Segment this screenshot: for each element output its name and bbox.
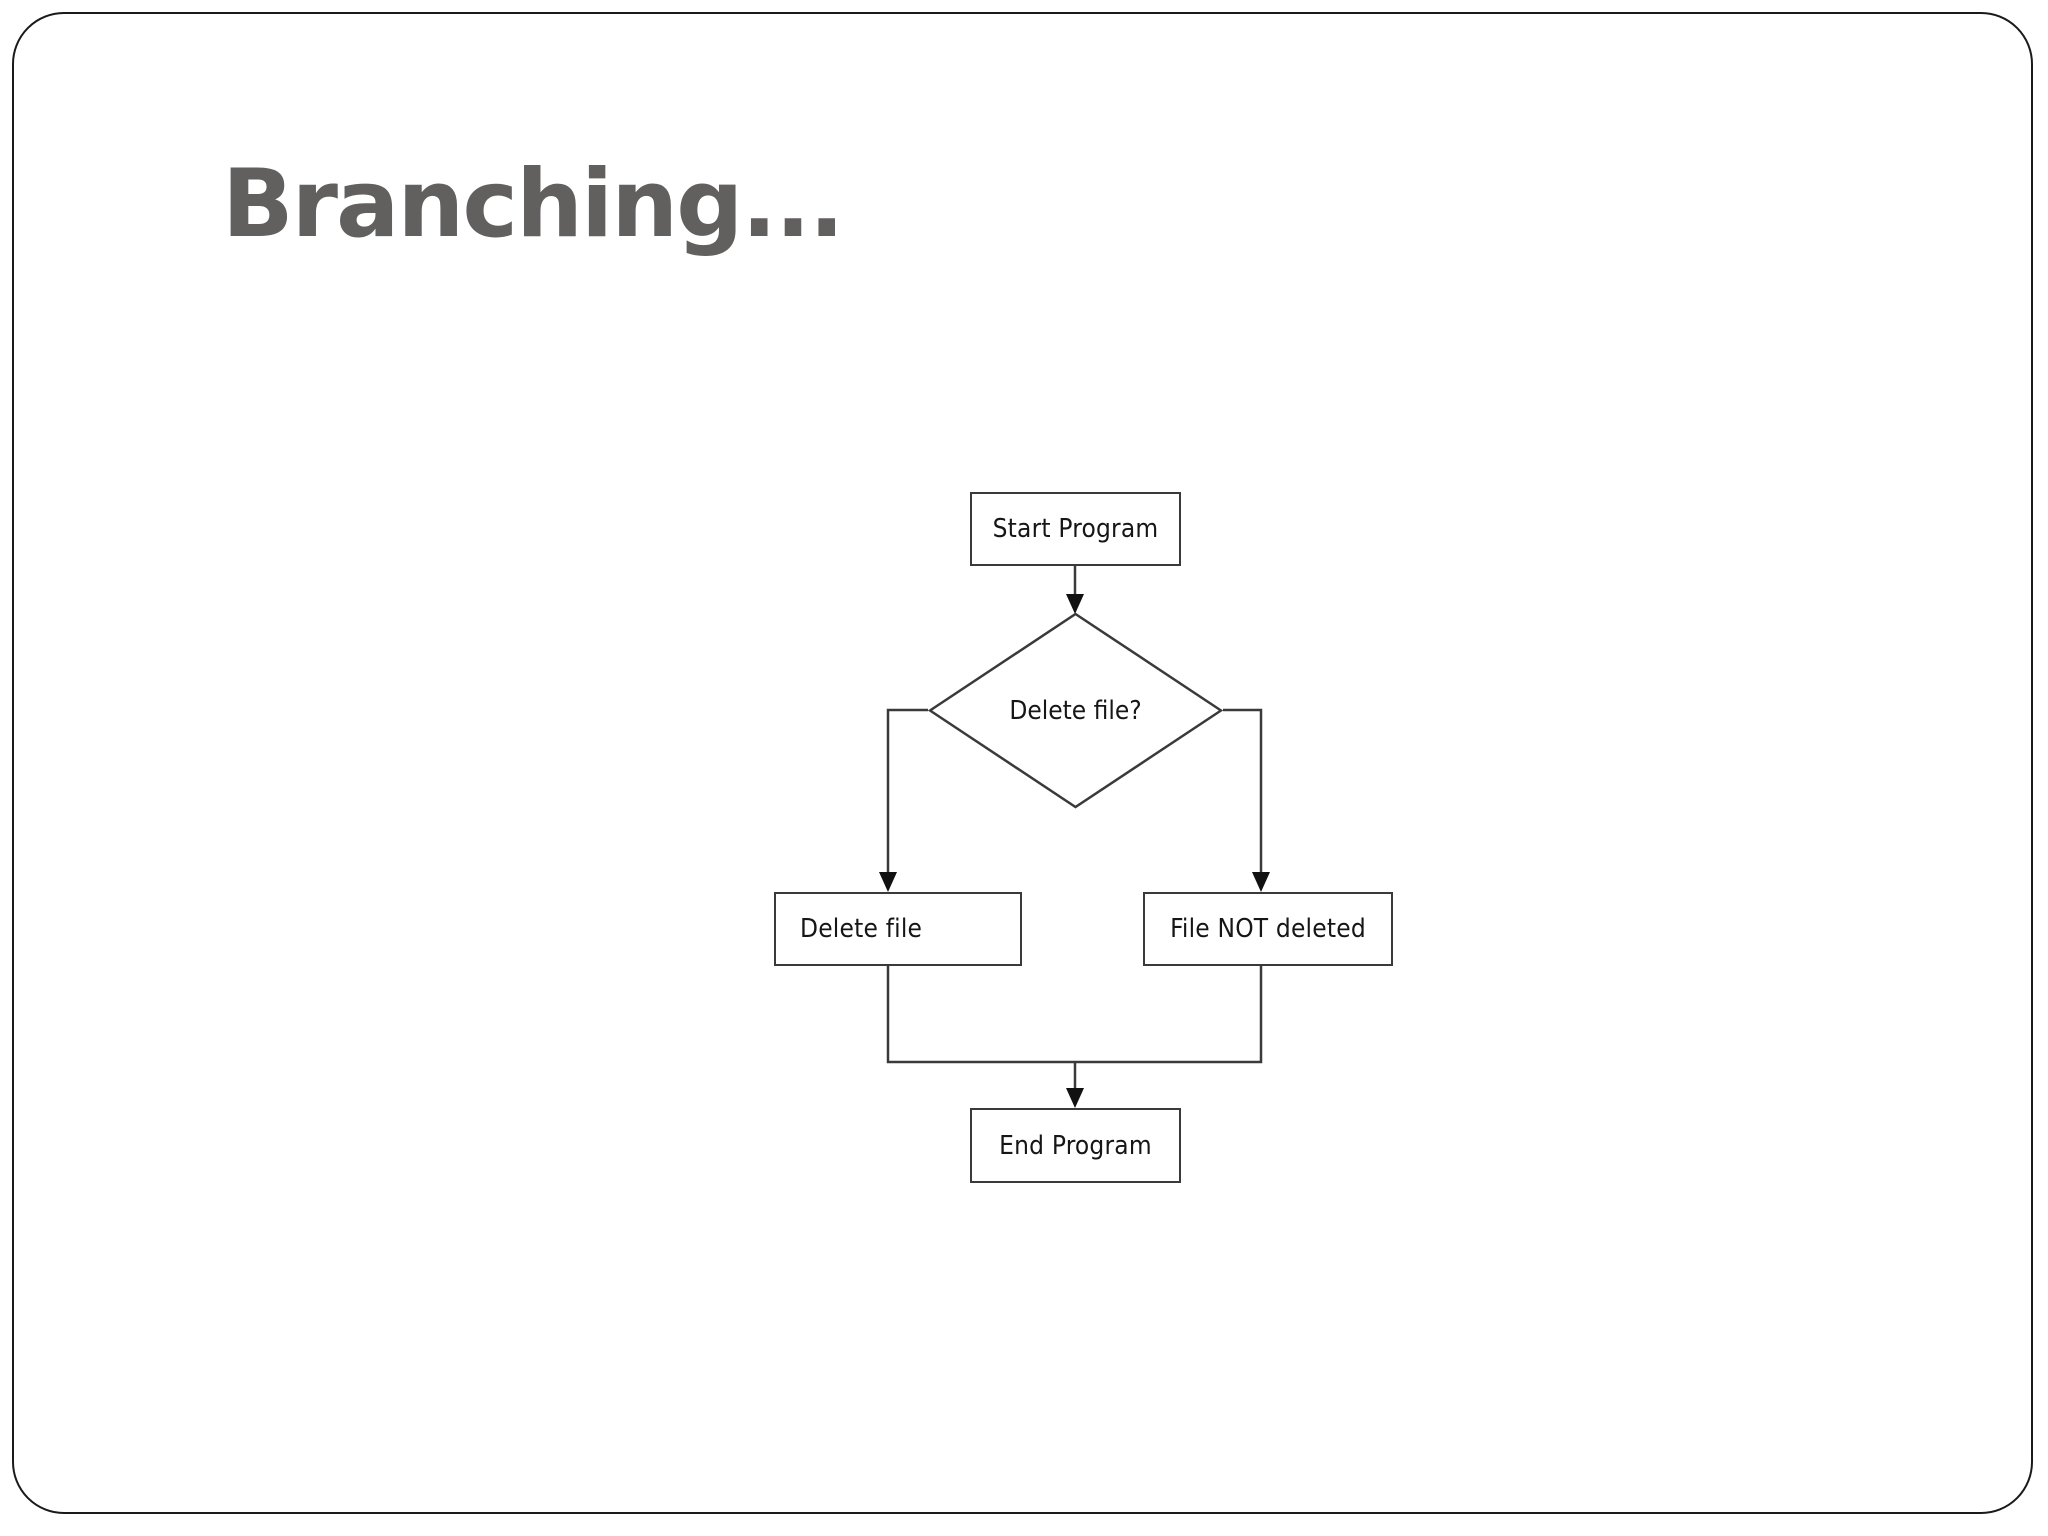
node-label-delete-file: Delete file [800, 914, 923, 944]
page-title: Branching... [222, 150, 845, 259]
edge-decision-to-file-not-deleted [1223, 708, 1263, 882]
arrowhead-decision-to-delete-file [879, 872, 897, 892]
flowchart-node-start-program[interactable]: Start Program [970, 492, 1181, 566]
flowchart-node-file-not-deleted[interactable]: File NOT deleted [1143, 892, 1393, 966]
node-label-file-not-deleted: File NOT deleted [1170, 914, 1366, 944]
edge-file-not-deleted-to-merge [1075, 966, 1263, 1064]
node-label-start-program: Start Program [992, 514, 1159, 544]
flowchart-node-end-program[interactable]: End Program [970, 1108, 1181, 1183]
edge-decision-to-delete-file [886, 708, 928, 882]
edge-delete-file-to-merge [886, 966, 1075, 1064]
diamond-shape [928, 612, 1223, 809]
flowchart-node-delete-file-decision[interactable]: Delete file? [928, 612, 1223, 809]
node-label-end-program: End Program [999, 1130, 1152, 1161]
node-label-delete-file-decision: Delete file? [1009, 695, 1142, 726]
arrowhead-decision-to-file-not-deleted [1252, 872, 1270, 892]
arrowhead-merge-to-end [1066, 1088, 1084, 1108]
arrowhead-start-to-decision [1066, 594, 1084, 614]
flowchart-node-delete-file[interactable]: Delete file [774, 892, 1022, 966]
